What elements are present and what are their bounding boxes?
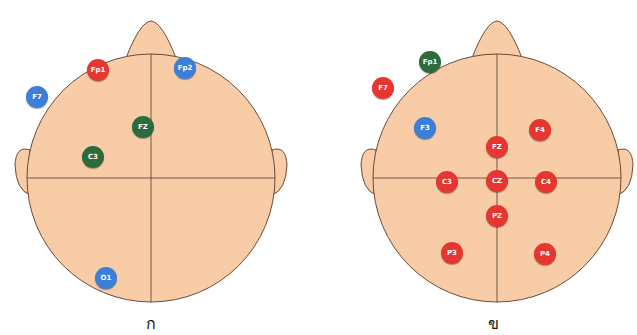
electrode-circle: C3	[82, 146, 104, 168]
electrode-name: P3	[447, 250, 457, 257]
electrode-name: F7	[378, 85, 388, 92]
electrode-circle: P4	[534, 243, 556, 265]
electrode-circle: O1	[95, 267, 117, 289]
electrode-circle: C4	[535, 171, 557, 193]
electrode-name: P4	[540, 251, 550, 258]
electrode-circle: FZ	[486, 136, 508, 158]
electrode-circle: CZ	[486, 170, 508, 192]
electrode-circle: Fp2	[174, 57, 196, 79]
electrode-name: Fp1	[91, 67, 106, 74]
electrode-circle: Fp1	[87, 59, 109, 81]
electrode-name: F4	[535, 127, 545, 134]
electrode-circle: PZ	[486, 205, 508, 227]
electrode-circle: Fp1	[419, 51, 441, 73]
electrode-circle: F7	[26, 86, 48, 108]
electrode-name: C3	[442, 179, 452, 186]
electrode-circle: FZ	[132, 116, 154, 138]
electrode-name: C4	[541, 179, 551, 186]
electrode-circle: F7	[372, 77, 394, 99]
electrode-name: F7	[32, 94, 42, 101]
electrode-name: O1	[101, 275, 112, 282]
electrode-circle: P3	[441, 242, 463, 264]
electrode-name: FZ	[138, 124, 148, 131]
electrode-name: F3	[420, 125, 430, 132]
electrode-name: CZ	[492, 178, 502, 185]
electrode-circle: C3	[436, 171, 458, 193]
electrode-name: PZ	[492, 213, 502, 220]
panel-label: ก	[146, 311, 156, 335]
head-left	[15, 21, 287, 302]
panel-label: ข	[488, 311, 499, 335]
electrode-name: Fp1	[423, 59, 438, 66]
electrode-name: Fp2	[178, 65, 193, 72]
electrode-name: FZ	[492, 144, 502, 151]
electrode-circle: F3	[414, 117, 436, 139]
head-right	[361, 21, 633, 302]
electrode-name: C3	[88, 154, 98, 161]
electrode-circle: F4	[529, 119, 551, 141]
